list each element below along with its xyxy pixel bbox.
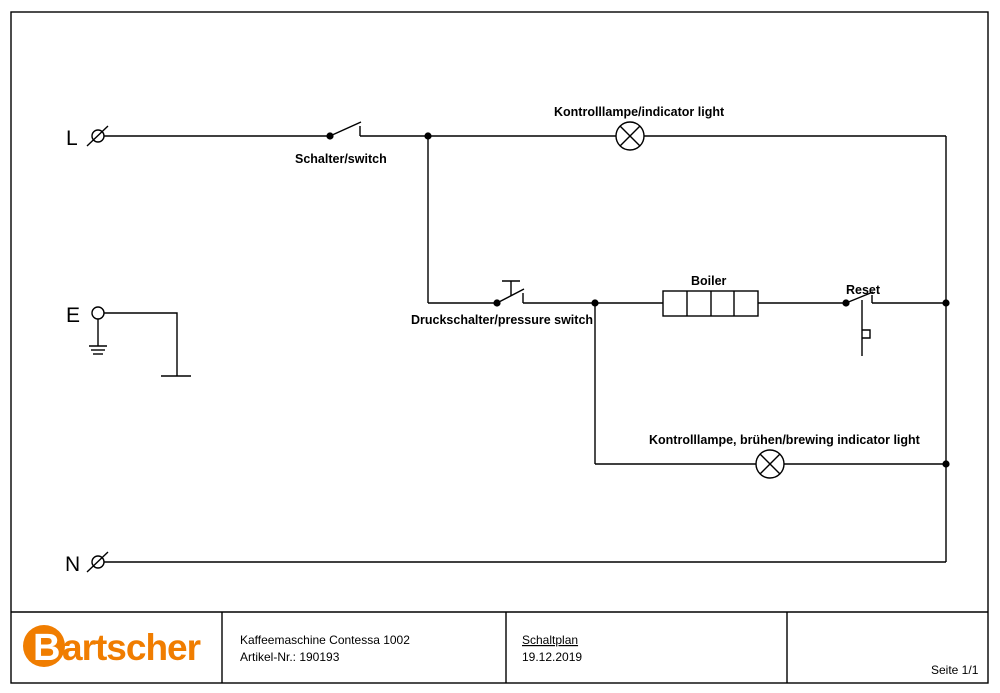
terminal-E-label: E xyxy=(66,304,80,327)
boiler-label: Boiler xyxy=(691,274,727,288)
pressure-switch xyxy=(496,280,525,304)
product-name: Kaffeemaschine Contessa 1002 xyxy=(240,633,410,647)
reset-label: Reset xyxy=(846,283,881,297)
switch-label: Schalter/switch xyxy=(295,152,387,166)
brewing-indicator-lamp xyxy=(755,449,785,479)
terminal-N-label: N xyxy=(65,553,80,576)
junction-dot xyxy=(942,460,950,468)
boiler-heater xyxy=(662,290,759,317)
pressure-switch-label: Druckschalter/pressure switch xyxy=(411,313,593,327)
brewing-indicator-label: Kontrolllampe, brühen/brewing indicator … xyxy=(649,433,921,447)
document-date: 19.12.2019 xyxy=(522,650,582,664)
main-switch xyxy=(329,121,362,137)
document-type: Schaltplan xyxy=(522,633,578,647)
article-number: Artikel-Nr.: 190193 xyxy=(240,650,340,664)
reset-thermostat xyxy=(845,291,874,356)
title-block xyxy=(11,611,988,683)
earth-ground-symbol xyxy=(104,312,191,377)
terminal-E-connector xyxy=(89,306,107,355)
junction-dot xyxy=(942,299,950,307)
svg-text:B: B xyxy=(33,627,60,669)
drawing-frame xyxy=(10,11,989,684)
indicator-light-label: Kontrolllampe/indicator light xyxy=(554,105,725,119)
indicator-lamp xyxy=(615,121,645,151)
terminal-L-label: L xyxy=(66,127,78,150)
svg-text:artscher: artscher xyxy=(62,627,201,668)
bartscher-logo: B artscher xyxy=(23,625,202,669)
page-number: Seite 1/1 xyxy=(931,663,979,677)
